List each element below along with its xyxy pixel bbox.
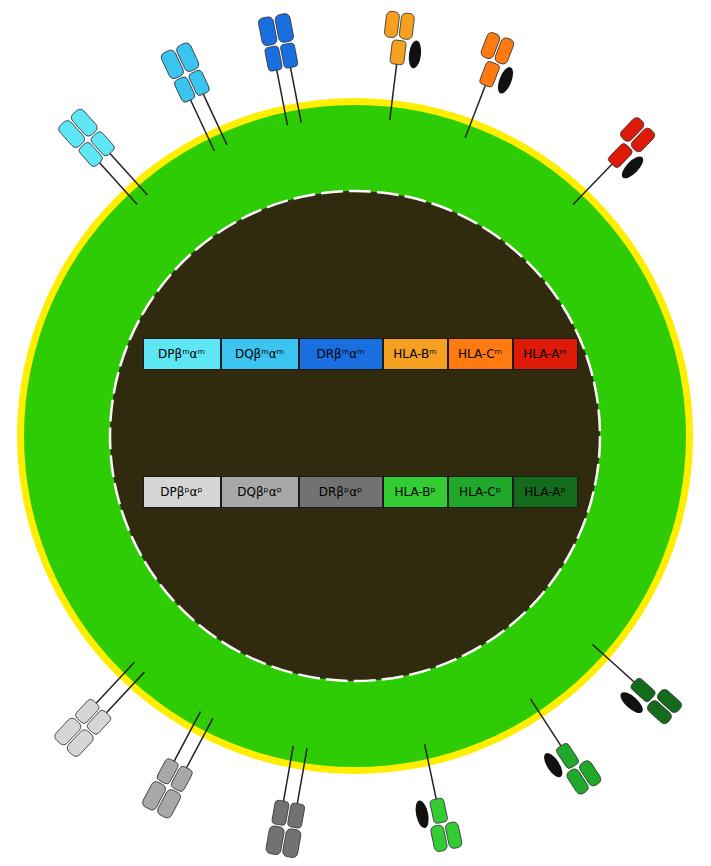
dp-molecule: [57, 107, 154, 210]
gene-box: HLA-Aᵖ: [513, 476, 578, 508]
hla-c-molecule: [511, 690, 603, 802]
hla-b-molecule: [374, 11, 426, 123]
gene-box: DRβᵖαᵖ: [299, 476, 383, 508]
gene-box: HLA-Bᵐ: [383, 338, 448, 370]
cell-membrane: [17, 98, 693, 774]
gene-box: HLA-Cᵐ: [448, 338, 513, 370]
hla-a-molecule: [562, 116, 665, 221]
gene-label: DRβᵐαᵐ: [316, 347, 364, 361]
dr-molecule: [258, 13, 310, 127]
gene-label: DQβᵖαᵖ: [237, 485, 282, 499]
nucleus: [110, 191, 600, 681]
gene-box: DQβᵐαᵐ: [221, 338, 299, 370]
gene-label: HLA-Aᵖ: [524, 485, 565, 499]
gene-label: DPβᵐαᵐ: [158, 347, 205, 361]
cytoplasm: [24, 105, 686, 767]
gene-label: HLA-Aᵐ: [523, 347, 567, 361]
hla-a-molecule: [577, 633, 683, 734]
dp-molecule: [53, 656, 151, 758]
gene-box: DQβᵖαᵖ: [221, 476, 299, 508]
gene-box: DPβᵐαᵐ: [143, 338, 221, 370]
dq-molecule: [160, 41, 235, 154]
dq-molecule: [141, 707, 221, 819]
gene-label: DRβᵖαᵖ: [319, 485, 362, 499]
gene-box: DRβᵐαᵐ: [299, 338, 383, 370]
gene-label: DPβᵖαᵖ: [160, 485, 202, 499]
gene-label: HLA-Bᵖ: [394, 485, 435, 499]
gene-box: HLA-Bᵖ: [383, 476, 448, 508]
gene-box: HLA-Cᵖ: [448, 476, 513, 508]
nuclear-envelope: [110, 191, 600, 681]
gene-label: DQβᵐαᵐ: [235, 347, 284, 361]
gene-label: HLA-Cᵐ: [458, 347, 502, 361]
dr-molecule: [265, 744, 316, 858]
gene-box: HLA-Aᵐ: [513, 338, 578, 370]
gene-label: HLA-Cᵖ: [459, 485, 501, 499]
gene-label: HLA-Bᵐ: [393, 347, 437, 361]
hla-b-molecule: [402, 741, 463, 855]
hla-c-molecule: [450, 31, 525, 146]
gene-box: DPβᵖαᵖ: [143, 476, 221, 508]
